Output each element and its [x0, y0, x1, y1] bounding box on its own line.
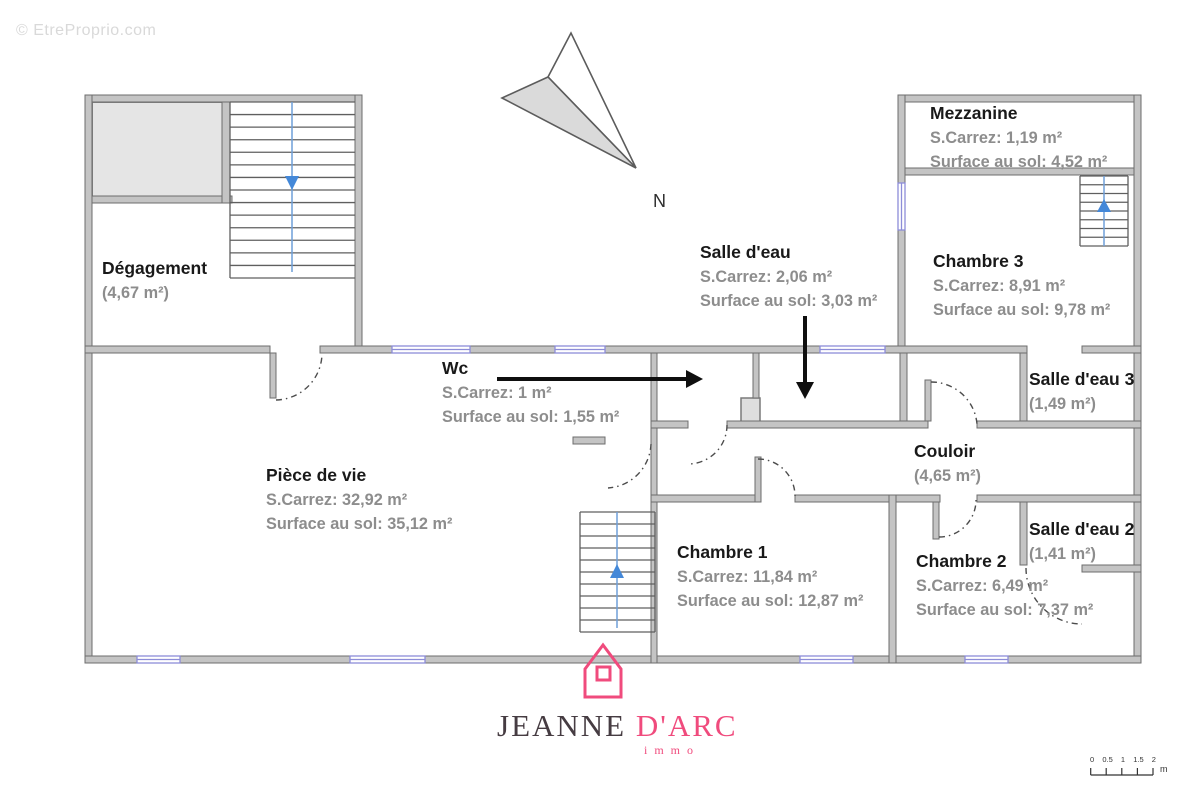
- scale-bar: 0 0.5 1 1.5 2 m: [1090, 755, 1170, 782]
- watermark: © EtreProprio.com: [16, 22, 157, 39]
- room-name: Salle d'eau 3: [1029, 369, 1135, 389]
- room-floor: Surface au sol: 12,87 m²: [677, 592, 864, 610]
- wc-pointer-arrow: [497, 370, 703, 388]
- room-name: Salle d'eau 2: [1029, 519, 1135, 539]
- room-label-piece-de-vie: Pièce de vie S.Carrez: 32,92 m² Surface …: [266, 463, 452, 536]
- room-name: Mezzanine: [930, 103, 1018, 123]
- room-carrez: S.Carrez: 32,92 m²: [266, 491, 408, 509]
- room-label-salle-deau2: Salle d'eau 2 (1,41 m²): [1029, 517, 1134, 566]
- room-area: (4,67 m²): [102, 284, 169, 302]
- scale-tick-label: 1: [1120, 755, 1126, 764]
- room-floor: Surface au sol: 1,55 m²: [442, 408, 620, 426]
- windows-layer: [136, 182, 1009, 664]
- room-carrez: S.Carrez: 8,91 m²: [933, 277, 1066, 295]
- room-label-salle-deau3: Salle d'eau 3 (1,49 m²): [1029, 367, 1134, 416]
- room-label-wc: Wc S.Carrez: 1 m² Surface au sol: 1,55 m…: [442, 356, 619, 429]
- room-floor: Surface au sol: 7,37 m²: [916, 601, 1094, 619]
- north-label: N: [653, 191, 666, 211]
- closet-area: [91, 101, 225, 199]
- door-leaves-layer: [269, 352, 940, 540]
- room-label-chambre3: Chambre 3 S.Carrez: 8,91 m² Surface au s…: [933, 249, 1110, 322]
- stair-up-arrow-icon: [1097, 199, 1111, 212]
- room-label-couloir: Couloir (4,65 m²): [914, 439, 981, 488]
- room-area: (4,65 m²): [914, 467, 981, 485]
- scale-tick-label: 0.5: [1102, 755, 1113, 764]
- house-logo-icon: [583, 642, 623, 699]
- room-label-mezzanine: Mezzanine S.Carrez: 1,19 m² Surface au s…: [930, 101, 1107, 174]
- walls-layer: [84, 94, 1142, 664]
- brand-secondary: D'ARC: [635, 708, 738, 743]
- stair-down-arrow-icon: [285, 176, 299, 190]
- north-arrow-icon: [500, 31, 637, 169]
- room-floor: Surface au sol: 35,12 m²: [266, 515, 453, 533]
- room-name: Couloir: [914, 441, 976, 461]
- room-floor: Surface au sol: 4,52 m²: [930, 153, 1108, 171]
- room-area: (1,49 m²): [1029, 395, 1096, 413]
- scale-unit: m: [1160, 764, 1168, 774]
- scale-ruler: [1090, 768, 1154, 776]
- duct-fixture: [740, 397, 761, 425]
- room-carrez: S.Carrez: 11,84 m²: [677, 568, 818, 586]
- scale-tick-labels: 0 0.5 1 1.5 2: [1090, 755, 1156, 764]
- room-name: Chambre 2: [916, 551, 1007, 571]
- brand-wordmark: JEANNE D'ARC: [497, 708, 738, 744]
- room-name: Wc: [442, 358, 469, 378]
- room-label-chambre2: Chambre 2 S.Carrez: 6,49 m² Surface au s…: [916, 549, 1093, 622]
- room-label-salle-deau: Salle d'eau S.Carrez: 2,06 m² Surface au…: [700, 240, 877, 313]
- brand-tagline: immo: [644, 743, 701, 757]
- room-name: Salle d'eau: [700, 242, 791, 262]
- room-carrez: S.Carrez: 1 m²: [442, 384, 552, 402]
- room-floor: Surface au sol: 3,03 m²: [700, 292, 878, 310]
- scale-tick-label: 1.5: [1133, 755, 1144, 764]
- room-name: Pièce de vie: [266, 465, 367, 485]
- room-carrez: S.Carrez: 1,19 m²: [930, 129, 1063, 147]
- room-label-chambre1: Chambre 1 S.Carrez: 11,84 m² Surface au …: [677, 540, 863, 613]
- room-carrez: S.Carrez: 6,49 m²: [916, 577, 1049, 595]
- salle-deau-pointer-arrow: [796, 316, 814, 399]
- room-area: (1,41 m²): [1029, 545, 1096, 563]
- door-arcs-layer: [275, 353, 1083, 625]
- scale-tick-label: 0: [1090, 755, 1095, 764]
- room-name: Chambre 3: [933, 251, 1024, 271]
- brand-primary: JEANNE: [497, 708, 627, 743]
- stair-up-arrow-icon: [610, 564, 624, 578]
- room-floor: Surface au sol: 9,78 m²: [933, 301, 1111, 319]
- room-carrez: S.Carrez: 2,06 m²: [700, 268, 833, 286]
- room-label-degagement: Dégagement (4,67 m²): [102, 256, 207, 305]
- room-name: Dégagement: [102, 258, 208, 278]
- scale-tick-label: 2: [1151, 755, 1156, 764]
- room-name: Chambre 1: [677, 542, 768, 562]
